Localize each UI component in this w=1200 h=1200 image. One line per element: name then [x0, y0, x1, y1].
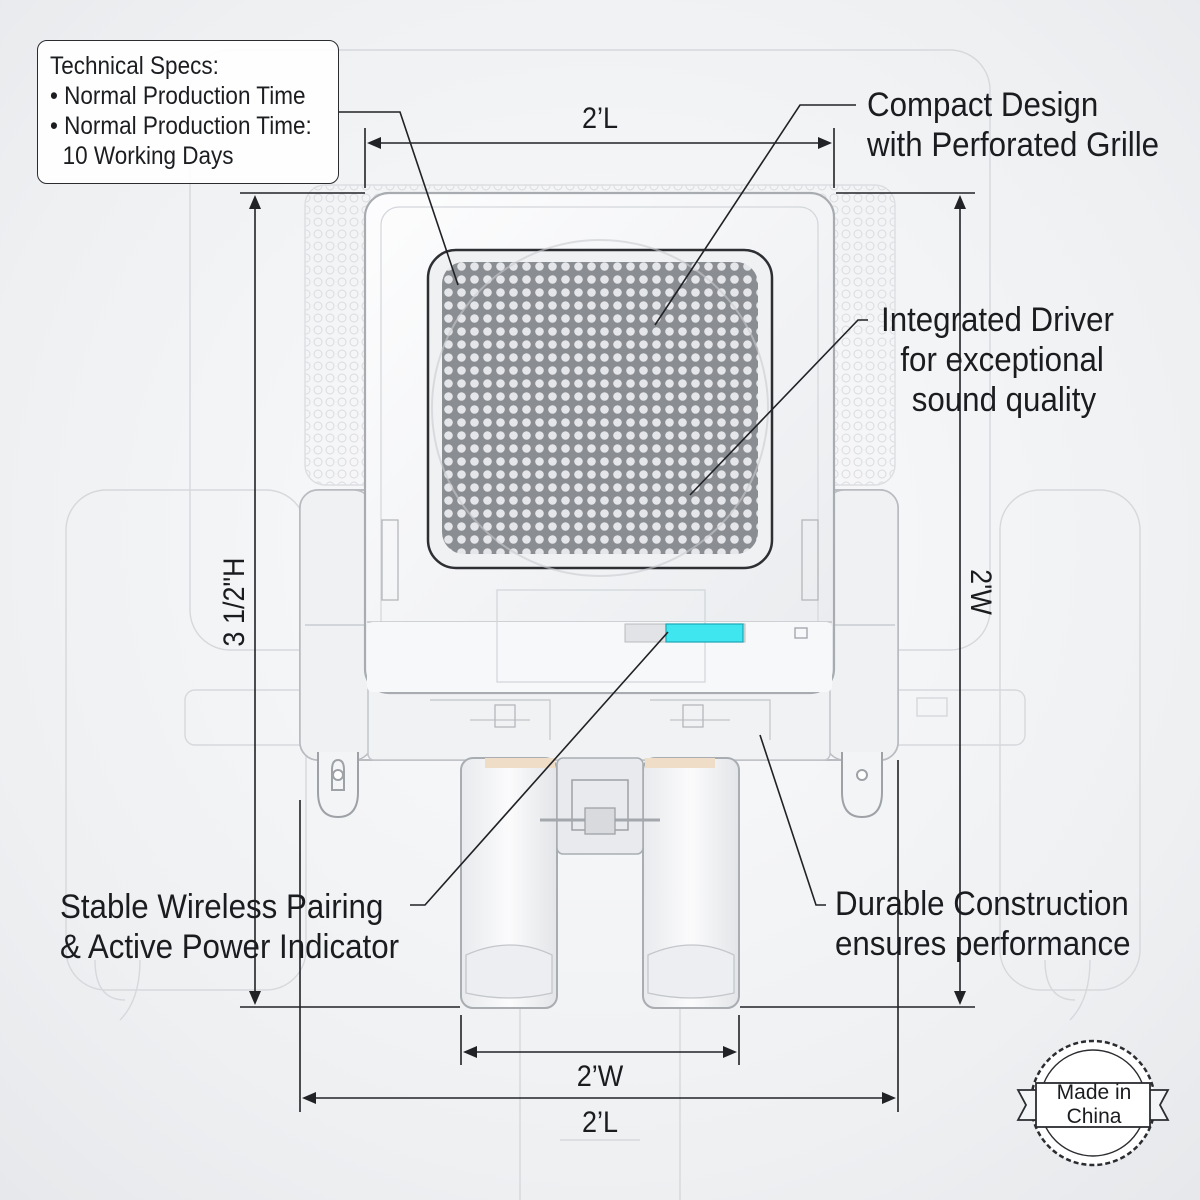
- callout-line: ensures performance: [835, 925, 1131, 963]
- callout-line: Durable Construction: [835, 885, 1129, 923]
- right-hook: [841, 752, 883, 819]
- callout-line: Stable Wireless Pairing: [60, 888, 384, 926]
- callout-grille: Compact Design with Perforated Grille: [867, 85, 1159, 165]
- callout-line: Integrated Driver: [881, 301, 1114, 339]
- specs-item: 10 Working Days: [62, 142, 234, 170]
- callout-driver: Integrated Driver for exceptional sound …: [881, 300, 1114, 420]
- perforated-grille: [426, 239, 774, 577]
- callout-line: for exceptional: [900, 341, 1104, 379]
- callout-line: Compact Design: [867, 86, 1099, 124]
- specs-heading: Technical Specs:: [50, 52, 219, 80]
- badge-line-1: Made in: [1056, 1081, 1132, 1104]
- technical-specs-box: Technical Specs: • Normal Production Tim…: [37, 40, 339, 184]
- specs-item: • Normal Production Time:: [50, 112, 312, 140]
- center-bracket: [540, 757, 660, 855]
- leader-lines: [338, 104, 868, 906]
- power-indicator: [624, 623, 746, 643]
- dimension-bottom-length: 2’L: [581, 1106, 619, 1139]
- callout-line: sound quality: [911, 381, 1097, 419]
- callout-line: & Active Power Indicator: [60, 928, 400, 966]
- callout-pairing: Stable Wireless Pairing & Active Power I…: [60, 887, 399, 967]
- badge-text: Made in China: [1039, 1081, 1149, 1129]
- dimension-lines: [240, 128, 975, 1112]
- callout-line: with Perforated Grille: [867, 126, 1160, 164]
- dimension-top-length: 2’L: [581, 102, 619, 135]
- badge-line-2: China: [1066, 1105, 1122, 1128]
- specs-item: • Normal Production Time: [50, 82, 306, 110]
- dimension-bottom-width: 2’W: [576, 1060, 624, 1093]
- callout-construction: Durable Construction ensures performance: [835, 884, 1131, 964]
- dimension-height: 3 1/2"H: [218, 557, 251, 647]
- left-hook: [317, 752, 359, 819]
- made-in-china-badge: [1016, 1039, 1170, 1167]
- right-leg: [642, 757, 740, 1009]
- left-leg: [460, 757, 558, 1009]
- dimension-right-width: 2'W: [964, 569, 997, 615]
